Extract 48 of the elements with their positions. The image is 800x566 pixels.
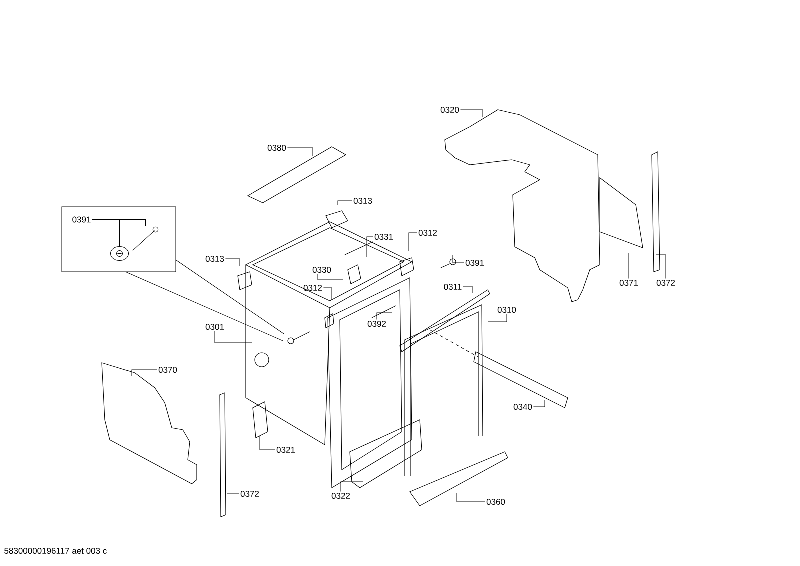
callout-number: 0313 — [354, 198, 372, 204]
callout-number: 0372 — [240, 491, 260, 497]
leader-line — [376, 312, 392, 320]
leader-line — [463, 286, 474, 294]
leader-line — [628, 252, 630, 279]
leader-line — [338, 200, 353, 206]
leader-line — [225, 258, 240, 266]
callout-number: 0311 — [444, 284, 462, 290]
leader-line — [132, 370, 158, 376]
part-drawing — [132, 226, 159, 251]
leader-line — [460, 110, 484, 118]
callout-number: 0322 — [332, 493, 350, 499]
leader-line — [533, 400, 546, 408]
inset-frame — [62, 206, 176, 272]
leader-line — [366, 236, 374, 258]
leader-line — [488, 314, 508, 322]
leader-line — [126, 260, 284, 342]
leader-line — [318, 274, 344, 280]
callout-number: 0380 — [268, 145, 286, 151]
part-drawing — [110, 246, 129, 261]
callout-number: 0391 — [466, 260, 484, 266]
leader-line — [214, 331, 252, 344]
leader-line — [408, 232, 418, 252]
callout-number: 0330 — [312, 267, 332, 273]
callout-number: 0313 — [206, 256, 224, 262]
callout-number: 0360 — [486, 499, 506, 505]
leader-line — [340, 482, 364, 492]
callout-number: 0340 — [514, 404, 532, 410]
leader-line — [452, 254, 465, 264]
leader-line — [456, 492, 486, 502]
drawing-number: 58300000196117 aet 003 c — [4, 548, 107, 554]
leader-line — [323, 288, 332, 300]
leader-line — [92, 220, 146, 227]
leader-line — [260, 436, 276, 450]
leader-line — [287, 148, 314, 156]
callout-number: 0371 — [620, 280, 638, 286]
callout-number: 0391 — [72, 216, 91, 223]
callout-number: 0392 — [368, 321, 386, 327]
callout-number: 0370 — [158, 367, 178, 373]
callout-number: 0310 — [498, 307, 516, 313]
leader-line — [656, 254, 666, 279]
callout-number: 0320 — [440, 107, 460, 113]
callout-number: 0301 — [206, 324, 224, 330]
callout-number: 0312 — [418, 230, 438, 236]
callout-number: 0321 — [276, 447, 296, 453]
callout-number: 0331 — [374, 234, 394, 240]
callout-number: 0312 — [304, 285, 322, 291]
callout-number: 0372 — [656, 280, 676, 286]
